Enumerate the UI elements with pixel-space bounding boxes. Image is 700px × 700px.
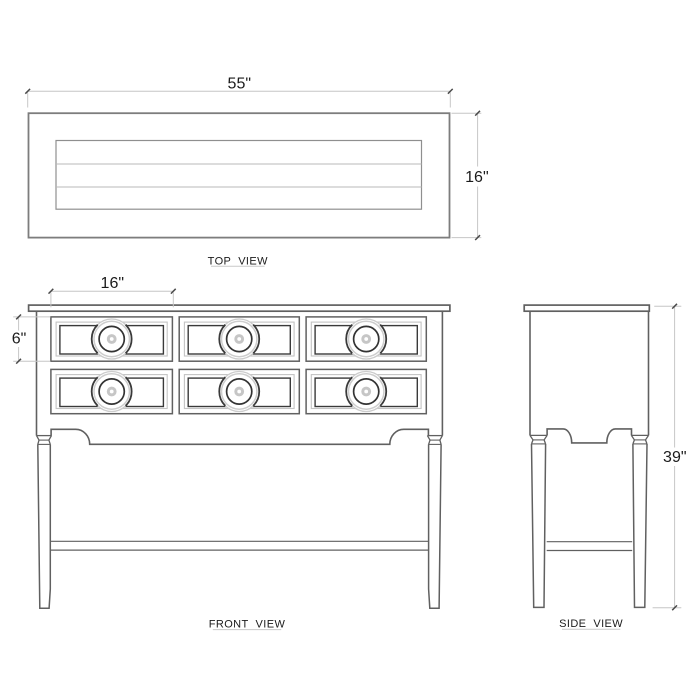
svg-text:55": 55" [228, 75, 251, 92]
svg-text:FRONT VIEW: FRONT VIEW [209, 618, 286, 630]
svg-text:16": 16" [465, 169, 488, 186]
svg-text:SIDE VIEW: SIDE VIEW [559, 618, 623, 630]
svg-text:16": 16" [101, 275, 124, 292]
svg-text:6": 6" [12, 331, 27, 348]
svg-text:39": 39" [663, 449, 686, 466]
svg-text:TOP VIEW: TOP VIEW [208, 255, 268, 267]
